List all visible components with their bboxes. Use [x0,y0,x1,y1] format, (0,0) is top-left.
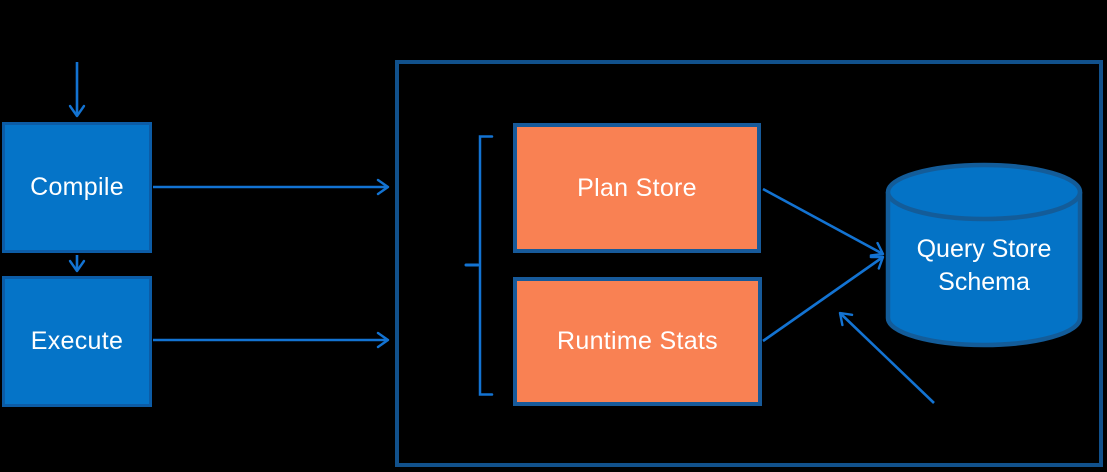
compile-label: Compile [30,173,124,201]
query-store-schema-label: Query Store Schema [916,235,1052,296]
compile-node: Compile [2,122,152,253]
plan-store-node: Plan Store [513,123,761,253]
query-store-container-box [395,60,1103,467]
runtime-stats-node: Runtime Stats [513,277,762,406]
execute-node: Execute [2,276,152,407]
plan-store-label: Plan Store [577,173,697,202]
runtime-stats-label: Runtime Stats [557,327,718,355]
execute-label: Execute [30,327,124,355]
